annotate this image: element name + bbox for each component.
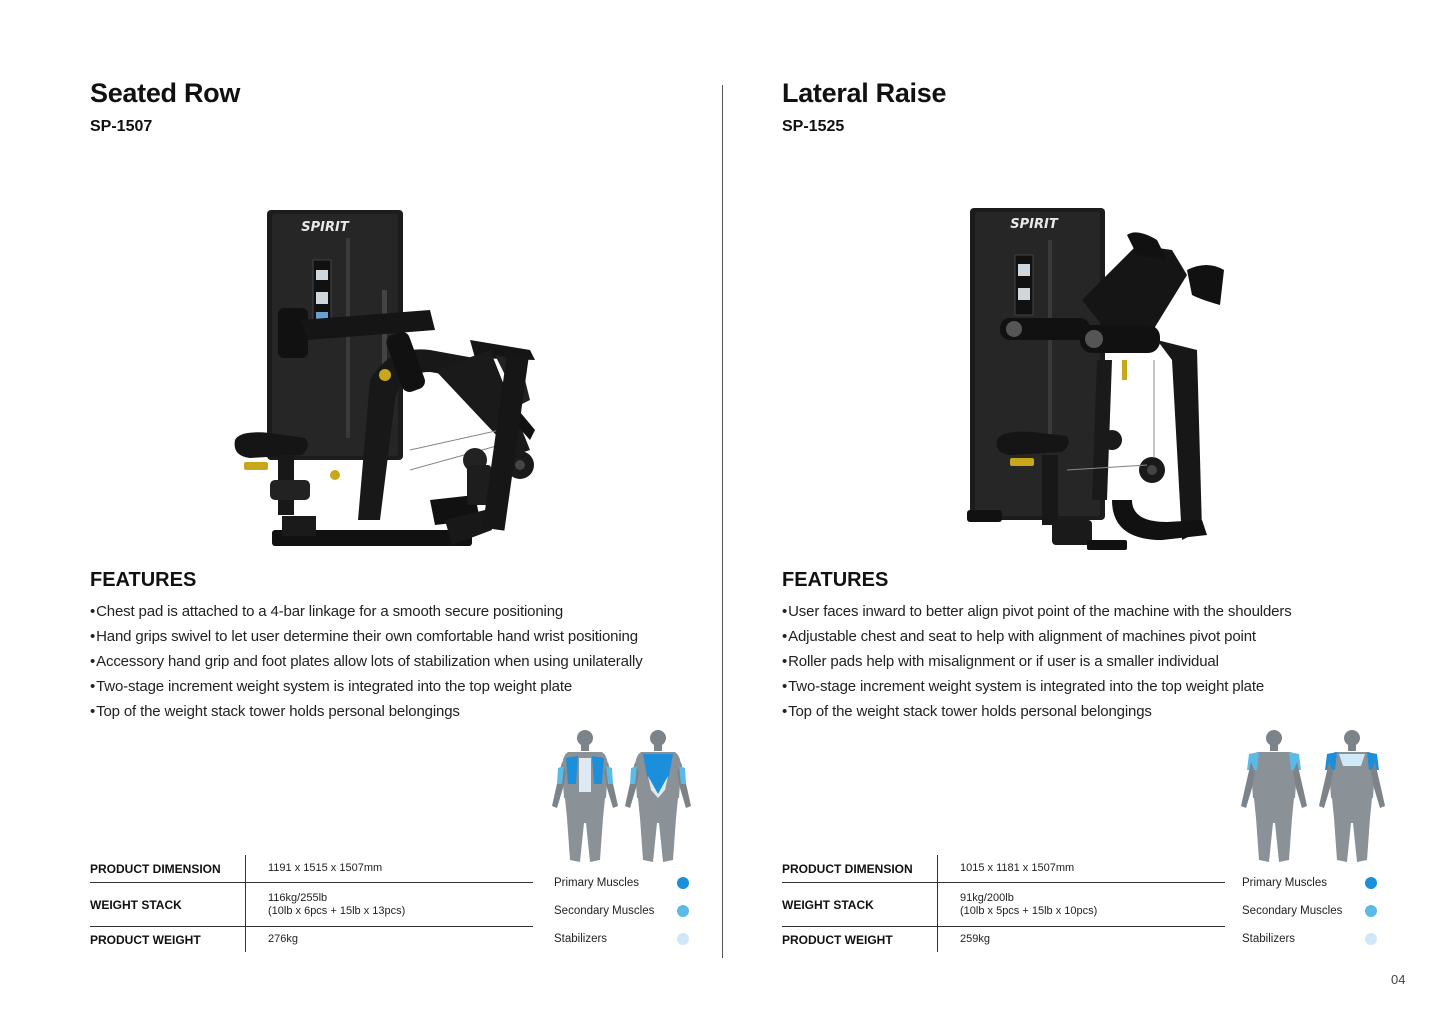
muscle-legend: Primary Muscles Secondary Muscles Stabil… bbox=[1242, 870, 1377, 954]
legend-label: Primary Muscles bbox=[554, 877, 639, 889]
legend-label: Stabilizers bbox=[554, 933, 608, 945]
features-title: FEATURES bbox=[782, 569, 889, 591]
front-body-figure bbox=[552, 730, 618, 862]
product-model: SP-1507 bbox=[90, 118, 153, 135]
lateral-raise-machine-image: SPIRIT bbox=[962, 200, 1422, 570]
brand-logo: SPIRIT bbox=[1010, 217, 1059, 232]
feature-item: Hand grips swivel to let user determine … bbox=[90, 624, 710, 649]
feature-item: Roller pads help with misalignment or if… bbox=[782, 649, 1402, 674]
muscle-diagram bbox=[548, 728, 693, 873]
feature-item: User faces inward to better align pivot … bbox=[782, 599, 1402, 624]
spec-label: PRODUCT WEIGHT bbox=[782, 927, 938, 952]
features-list: User faces inward to better align pivot … bbox=[782, 599, 1402, 724]
spec-row-dimension: PRODUCT DIMENSION 1015 x 1181 x 1507mm bbox=[782, 855, 1225, 883]
spec-value-text: 116kg/255lb bbox=[268, 891, 328, 904]
spec-value-text: 259kg bbox=[960, 933, 990, 945]
spec-row-weight-stack: WEIGHT STACK 116kg/255lb (10lb x 6pcs + … bbox=[90, 883, 533, 927]
product-title: Seated Row bbox=[90, 78, 241, 108]
product-lateral-raise: Lateral Raise SP-1525 SPIRIT bbox=[782, 0, 1402, 1022]
spec-label: PRODUCT DIMENSION bbox=[782, 855, 938, 882]
product-seated-row: Seated Row SP-1507 SPIRIT bbox=[90, 0, 700, 1022]
legend-dot-primary bbox=[1365, 877, 1377, 889]
spec-label: PRODUCT DIMENSION bbox=[90, 855, 246, 882]
spec-label: WEIGHT STACK bbox=[782, 883, 938, 926]
feature-item: Accessory hand grip and foot plates allo… bbox=[90, 649, 710, 674]
spec-row-dimension: PRODUCT DIMENSION 1191 x 1515 x 1507mm bbox=[90, 855, 533, 883]
spec-value: 1015 x 1181 x 1507mm bbox=[938, 855, 1225, 882]
seated-row-machine-image: SPIRIT bbox=[230, 200, 680, 570]
muscle-diagram bbox=[1237, 728, 1392, 873]
spec-value-text: 91kg/200lb bbox=[960, 891, 1014, 904]
feature-item: Top of the weight stack tower holds pers… bbox=[90, 699, 710, 724]
brand-logo: SPIRIT bbox=[301, 220, 350, 235]
legend-dot-primary bbox=[677, 877, 689, 889]
column-divider bbox=[722, 85, 723, 958]
spec-value: 91kg/200lb (10lb x 5pcs + 15lb x 10pcs) bbox=[938, 883, 1225, 926]
muscle-legend: Primary Muscles Secondary Muscles Stabil… bbox=[554, 870, 689, 954]
legend-secondary: Secondary Muscles bbox=[554, 898, 689, 926]
legend-primary: Primary Muscles bbox=[554, 870, 689, 898]
spec-value-text: 276kg bbox=[268, 933, 298, 945]
page-number: 04 bbox=[1391, 972, 1406, 987]
feature-item: Adjustable chest and seat to help with a… bbox=[782, 624, 1402, 649]
spec-value: 116kg/255lb (10lb x 6pcs + 15lb x 13pcs) bbox=[246, 883, 533, 926]
spec-row-weight-stack: WEIGHT STACK 91kg/200lb (10lb x 5pcs + 1… bbox=[782, 883, 1225, 927]
spec-value-text: 1015 x 1181 x 1507mm bbox=[960, 862, 1075, 874]
feature-item: Chest pad is attached to a 4-bar linkage… bbox=[90, 599, 710, 624]
legend-dot-stabilizers bbox=[677, 933, 689, 945]
feature-item: Two-stage increment weight system is int… bbox=[90, 674, 710, 699]
spec-row-product-weight: PRODUCT WEIGHT 276kg bbox=[90, 927, 533, 952]
spec-value-detail: (10lb x 6pcs + 15lb x 13pcs) bbox=[268, 904, 406, 917]
product-title: Lateral Raise bbox=[782, 78, 947, 108]
legend-label: Primary Muscles bbox=[1242, 877, 1327, 889]
spec-table: PRODUCT DIMENSION 1015 x 1181 x 1507mm W… bbox=[782, 855, 1225, 952]
spec-value-text: 1191 x 1515 x 1507mm bbox=[268, 862, 383, 874]
legend-label: Stabilizers bbox=[1242, 933, 1296, 945]
feature-item: Two-stage increment weight system is int… bbox=[782, 674, 1402, 699]
legend-stabilizers: Stabilizers bbox=[554, 926, 689, 954]
spec-value: 1191 x 1515 x 1507mm bbox=[246, 855, 533, 882]
legend-dot-stabilizers bbox=[1365, 933, 1377, 945]
spec-table: PRODUCT DIMENSION 1191 x 1515 x 1507mm W… bbox=[90, 855, 533, 952]
features-title: FEATURES bbox=[90, 569, 197, 591]
legend-primary: Primary Muscles bbox=[1242, 870, 1377, 898]
product-model: SP-1525 bbox=[782, 118, 845, 135]
legend-secondary: Secondary Muscles bbox=[1242, 898, 1377, 926]
spec-label: WEIGHT STACK bbox=[90, 883, 246, 926]
spec-label: PRODUCT WEIGHT bbox=[90, 927, 246, 952]
legend-dot-secondary bbox=[1365, 905, 1377, 917]
features-list: Chest pad is attached to a 4-bar linkage… bbox=[90, 599, 710, 724]
spec-value: 276kg bbox=[246, 927, 533, 952]
legend-label: Secondary Muscles bbox=[1242, 905, 1343, 917]
legend-label: Secondary Muscles bbox=[554, 905, 655, 917]
feature-item: Top of the weight stack tower holds pers… bbox=[782, 699, 1402, 724]
spec-value: 259kg bbox=[938, 927, 1225, 952]
legend-dot-secondary bbox=[677, 905, 689, 917]
back-body-figure bbox=[625, 730, 691, 862]
back-body-figure bbox=[1319, 730, 1385, 862]
front-body-figure bbox=[1241, 730, 1307, 862]
spec-row-product-weight: PRODUCT WEIGHT 259kg bbox=[782, 927, 1225, 952]
legend-stabilizers: Stabilizers bbox=[1242, 926, 1377, 954]
spec-value-detail: (10lb x 5pcs + 15lb x 10pcs) bbox=[960, 904, 1098, 917]
